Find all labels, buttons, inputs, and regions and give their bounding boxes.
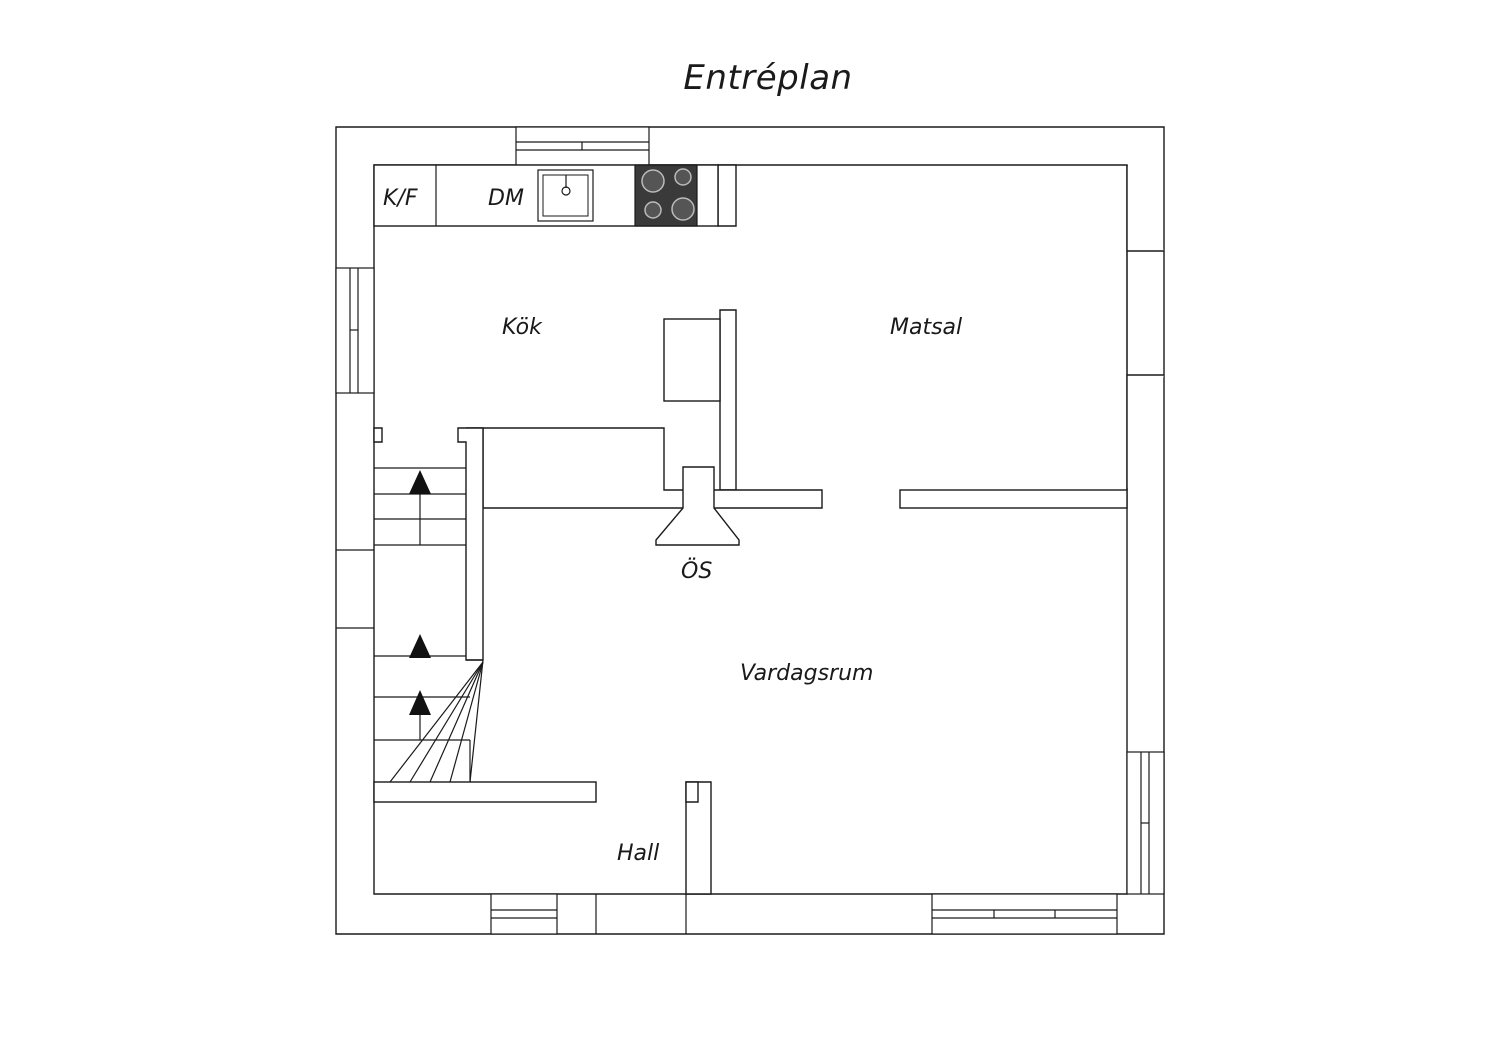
kitchen-left-jog xyxy=(373,427,383,443)
window-icon xyxy=(490,893,558,935)
room-label-dining: Matsal xyxy=(890,315,962,340)
room-label-kitchen: Kök xyxy=(502,315,543,340)
chimney-wall xyxy=(719,309,737,491)
room-label-hall: Hall xyxy=(617,841,659,866)
dining-door-opening xyxy=(1128,252,1163,374)
stair-arrow-icon xyxy=(409,690,431,715)
room-label-living: Vardagsrum xyxy=(740,661,873,686)
fireplace-label: ÖS xyxy=(681,558,712,584)
chimney-block xyxy=(663,318,721,402)
kitchen-counter-divider-wall xyxy=(717,164,737,227)
hall-east-wall-notch xyxy=(685,781,699,803)
stair-side-wall xyxy=(457,427,484,661)
stair-arrow-icon xyxy=(409,470,431,494)
stair-arrow-icon xyxy=(409,634,431,658)
stove-icon xyxy=(634,164,698,227)
sink-icon xyxy=(537,169,594,222)
plan-title: Entréplan xyxy=(683,58,853,98)
window-icon xyxy=(931,893,1118,935)
lower-stairs xyxy=(374,655,484,783)
window-icon xyxy=(515,126,650,166)
dishwasher-label: DM xyxy=(488,186,524,211)
kitchen-lower-wall xyxy=(466,427,823,509)
fridge-freezer-label: K/F xyxy=(383,186,418,211)
stair-gap-opening xyxy=(337,551,373,628)
hall-north-wall xyxy=(373,781,597,803)
outer-walls xyxy=(335,126,1165,935)
window-icon xyxy=(335,267,375,394)
fireplace-icon xyxy=(655,466,740,546)
window-icon xyxy=(1126,751,1165,895)
front-door-opening xyxy=(597,895,685,933)
hall-east-wall xyxy=(685,781,712,895)
dining-living-wall-right xyxy=(899,489,1128,509)
